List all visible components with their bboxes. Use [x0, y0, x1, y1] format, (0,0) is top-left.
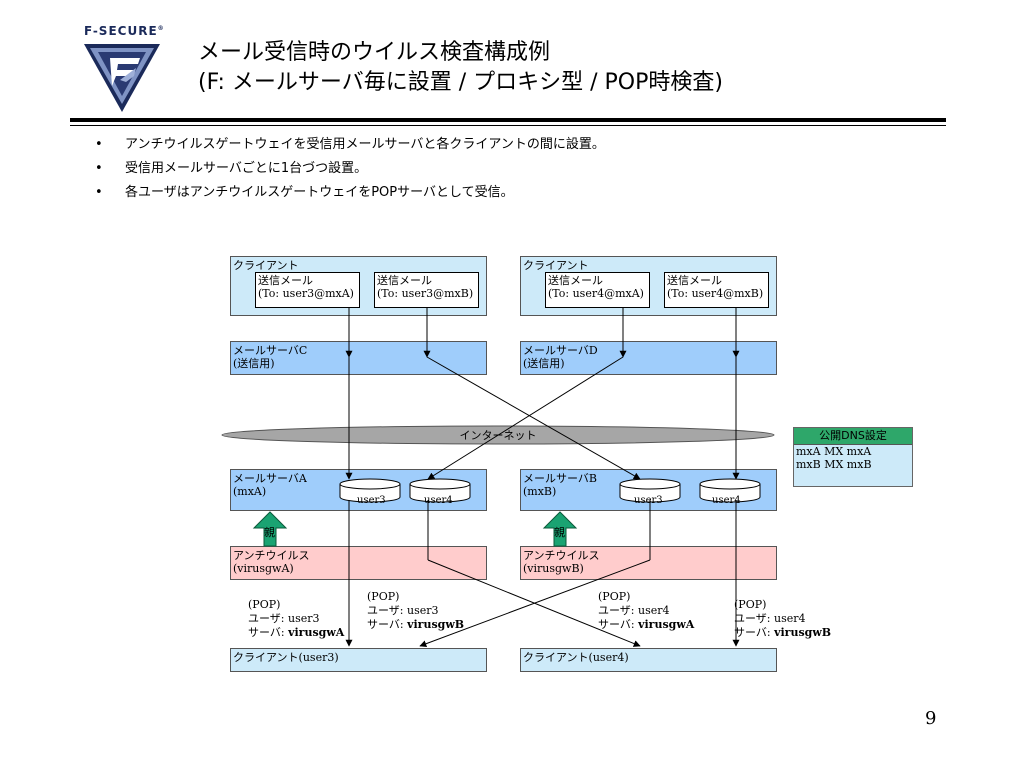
mailbox-label: user3 — [634, 495, 663, 506]
mail-server-c: メールサーバC (送信用) — [230, 341, 487, 375]
pop-annotation-user4-gwA: (POP) ユーザ: user4 サーバ: virusgwA — [598, 590, 694, 632]
server-name: メールサーバA — [233, 472, 307, 485]
mail-to-user4-mxa: 送信メール (To: user4@mxA) — [545, 272, 650, 308]
pop-server-label: サーバ: — [248, 626, 289, 639]
mail-recipient: (To: user4@mxB) — [667, 287, 764, 300]
pop-server-label: サーバ: — [598, 618, 639, 631]
pop-server-name: virusgwB — [774, 626, 832, 639]
mail-label: 送信メール — [667, 274, 722, 287]
pop-protocol: (POP) — [248, 598, 281, 611]
mail-recipient: (To: user3@mxA) — [258, 287, 354, 300]
antivirus-host: (virusgwB) — [523, 562, 584, 575]
bullet-item: • 各ユーザはアンチウイルスゲートウェイをPOPサーバとして受信。 — [95, 182, 605, 206]
mail-recipient: (To: user3@mxB) — [377, 287, 474, 300]
page-number: 9 — [925, 708, 937, 729]
client-label: クライアント — [523, 259, 589, 272]
pop-server-label: サーバ: — [367, 618, 408, 631]
parent-arrow-a — [252, 511, 288, 547]
pop-protocol: (POP) — [367, 590, 400, 603]
dns-record: mxB MX mxB — [796, 458, 872, 471]
mailbox-label: user3 — [357, 495, 386, 506]
server-host: (mxA) — [233, 485, 267, 498]
bullet-text: アンチウイルスゲートウェイを受信用メールサーバと各クライアントの間に設置。 — [125, 137, 605, 152]
antivirus-label: アンチウイルス — [233, 549, 310, 562]
parent-arrow-b — [542, 511, 578, 547]
bullet-text: 各ユーザはアンチウイルスゲートウェイをPOPサーバとして受信。 — [125, 185, 514, 200]
title-line-2: (F: メールサーバ毎に設置 / プロキシ型 / POP時検査) — [198, 70, 723, 95]
mailbox-label: user4 — [712, 495, 741, 506]
title-line-1: メール受信時のウイルス検査構成例 — [198, 40, 551, 65]
logo-text: F-SECURE — [84, 24, 158, 38]
pop-server-name: virusgwA — [288, 626, 345, 639]
pop-server-label: サーバ: — [734, 626, 775, 639]
server-host: (mxB) — [523, 485, 557, 498]
title-divider-thick — [70, 118, 946, 122]
pop-annotation-user3-gwB: (POP) ユーザ: user3 サーバ: virusgwB — [367, 590, 464, 632]
pop-server: サーバ: virusgwB — [367, 618, 464, 632]
pop-server-name: virusgwB — [407, 618, 465, 631]
mailbox-user4-mxb: user4 — [699, 478, 761, 506]
antivirus-gateway-a: アンチウイルス (virusgwA) — [230, 546, 487, 580]
mailbox-user4-mxa: user4 — [409, 478, 471, 506]
client-label: クライアント — [233, 259, 299, 272]
pop-user: ユーザ: user4 — [598, 604, 670, 617]
mail-server-d: メールサーバD (送信用) — [520, 341, 777, 375]
mail-label: 送信メール — [548, 274, 603, 287]
pop-user: ユーザ: user3 — [248, 612, 320, 625]
bullet-glyph: • — [95, 161, 103, 176]
f-secure-shield-icon — [84, 44, 160, 112]
mail-label: 送信メール — [258, 274, 313, 287]
pop-server-name: virusgwA — [638, 618, 695, 631]
bullet-item: • 受信用メールサーバごとに1台づつ設置。 — [95, 158, 605, 182]
mail-recipient: (To: user4@mxA) — [548, 287, 644, 300]
mailbox-user3-mxa: user3 — [339, 478, 401, 506]
mailbox-user3-mxb: user3 — [619, 478, 681, 506]
dns-header: 公開DNS設定 — [794, 428, 912, 445]
title-divider-thin — [70, 125, 946, 126]
server-name: メールサーバD — [523, 344, 598, 357]
pop-user: ユーザ: user4 — [734, 612, 806, 625]
pop-protocol: (POP) — [598, 590, 631, 603]
parent-label-b: 親 — [554, 526, 565, 539]
bullet-glyph: • — [95, 185, 103, 200]
slide-title: メール受信時のウイルス検査構成例 (F: メールサーバ毎に設置 / プロキシ型 … — [198, 38, 723, 98]
bullet-text: 受信用メールサーバごとに1台づつ設置。 — [125, 161, 368, 176]
bullet-item: • アンチウイルスゲートウェイを受信用メールサーバと各クライアントの間に設置。 — [95, 134, 605, 158]
server-name: メールサーバC — [233, 344, 308, 357]
dns-record: mxA MX mxA — [796, 445, 872, 458]
client-user4: クライアント(user4) — [520, 648, 777, 672]
parent-label-a: 親 — [264, 526, 275, 539]
pop-annotation-user3-gwA: (POP) ユーザ: user3 サーバ: virusgwA — [248, 598, 344, 640]
logo-registered-mark: ® — [157, 25, 165, 32]
pop-server: サーバ: virusgwA — [248, 626, 344, 640]
client-label: クライアント(user3) — [233, 651, 339, 664]
client-user3: クライアント(user3) — [230, 648, 487, 672]
server-name: メールサーバB — [523, 472, 597, 485]
logo-wordmark: F-SECURE® — [84, 24, 165, 38]
mailbox-label: user4 — [424, 495, 453, 506]
pop-protocol: (POP) — [734, 598, 767, 611]
mail-to-user4-mxb: 送信メール (To: user4@mxB) — [664, 272, 769, 308]
mail-label: 送信メール — [377, 274, 432, 287]
pop-server: サーバ: virusgwB — [734, 626, 831, 640]
pop-annotation-user4-gwB: (POP) ユーザ: user4 サーバ: virusgwB — [734, 598, 831, 640]
mail-to-user3-mxb: 送信メール (To: user3@mxB) — [374, 272, 479, 308]
mail-to-user3-mxa: 送信メール (To: user3@mxA) — [255, 272, 360, 308]
antivirus-label: アンチウイルス — [523, 549, 600, 562]
pop-user: ユーザ: user3 — [367, 604, 439, 617]
antivirus-host: (virusgwA) — [233, 562, 294, 575]
antivirus-gateway-b: アンチウイルス (virusgwB) — [520, 546, 777, 580]
public-dns-settings: 公開DNS設定 mxA MX mxA mxB MX mxB — [793, 427, 913, 487]
server-role: (送信用) — [233, 357, 275, 370]
client-label: クライアント(user4) — [523, 651, 629, 664]
pop-server: サーバ: virusgwA — [598, 618, 694, 632]
bullet-list: • アンチウイルスゲートウェイを受信用メールサーバと各クライアントの間に設置。 •… — [95, 134, 605, 206]
bullet-glyph: • — [95, 137, 103, 152]
server-role: (送信用) — [523, 357, 565, 370]
